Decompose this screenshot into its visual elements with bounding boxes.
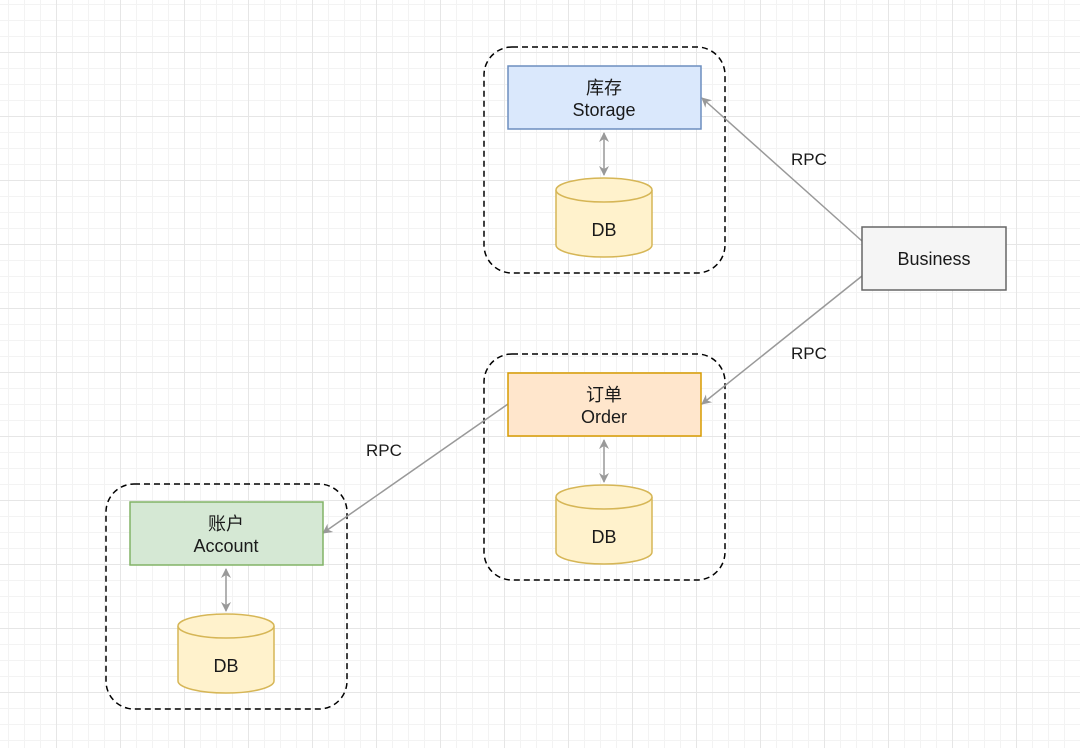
rpc-edge-business-storage [701,97,863,242]
rpc-label-account: RPC [366,441,402,460]
order-label-en: Order [581,407,627,427]
storage-node: 库存 Storage [507,65,702,130]
account-label-cn: 账户 [208,514,244,534]
business-node: Business [861,226,1007,291]
order-service-group [483,353,726,581]
storage-db-label: DB [591,220,616,240]
storage-db-cylinder: DB [555,177,653,258]
business-label: Business [897,249,970,269]
account-db-label: DB [213,656,238,676]
order-node: 订单 Order [507,372,702,437]
account-label-en: Account [193,536,258,556]
order-label-cn: 订单 [586,385,622,405]
rpc-edge-business-order [701,275,863,405]
storage-service-group [483,46,726,274]
storage-label-en: Storage [572,100,635,120]
account-service-group [105,483,348,710]
account-db-cylinder: DB [177,613,275,694]
rpc-edge-order-account [322,403,509,534]
rpc-label-storage: RPC [791,150,827,169]
account-node: 账户 Account [129,501,324,566]
order-db-cylinder: DB [555,484,653,565]
storage-label-cn: 库存 [586,78,622,98]
order-db-label: DB [591,527,616,547]
rpc-label-order: RPC [791,344,827,363]
